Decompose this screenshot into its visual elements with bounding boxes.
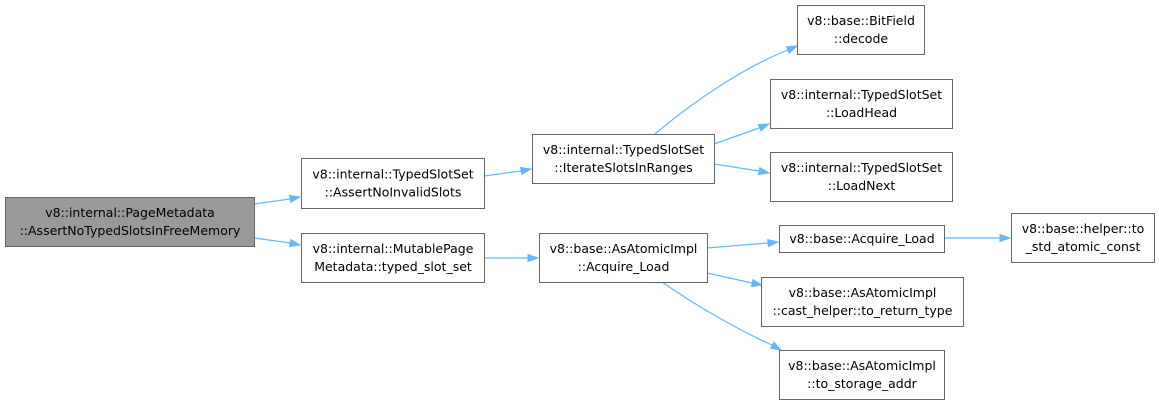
node-label-line: ::cast_helper::to_return_type xyxy=(773,303,953,318)
node-box xyxy=(770,152,953,202)
node-label-line: v8::internal::TypedSlotSet xyxy=(312,167,473,182)
node-box xyxy=(761,277,964,327)
node-box xyxy=(779,350,945,400)
edge-typed_slot_set-to-atomic_acquire_load xyxy=(484,253,540,263)
node-atomic-acquire-load[interactable]: v8::base::AsAtomicImpl::Acquire_Load xyxy=(539,233,708,283)
node-label-line: v8::internal::PageMetadata xyxy=(45,205,215,220)
arrowhead-icon xyxy=(785,45,799,55)
edge-line xyxy=(253,198,291,205)
arrowhead-icon xyxy=(769,341,783,351)
node-load-head[interactable]: v8::internal::TypedSlotSet::LoadHead xyxy=(770,79,953,129)
edge-assert_no_invalid-to-iterate_slots xyxy=(483,166,533,177)
edge-atomic_acquire_load-to-base_acquire_load xyxy=(706,238,780,249)
arrowhead-icon xyxy=(757,123,771,132)
edge-line xyxy=(713,163,760,172)
node-box xyxy=(539,233,708,283)
node-label-line: v8::base::AsAtomicImpl xyxy=(789,285,937,300)
arrowhead-icon xyxy=(519,166,533,176)
node-to-storage-addr[interactable]: v8::base::AsAtomicImpl::to_storage_addr xyxy=(779,350,945,400)
node-assert-no-invalid[interactable]: v8::internal::TypedSlotSet::AssertNoInva… xyxy=(301,158,485,209)
edge-iterate_slots-to-bitfield_decode xyxy=(654,45,799,135)
node-typed-slot-set[interactable]: v8::internal::MutablePageMetadata::typed… xyxy=(301,233,485,283)
node-label-line: ::LoadHead xyxy=(826,105,897,120)
node-base-acquire-load[interactable]: v8::base::Acquire_Load xyxy=(779,225,945,253)
edge-root-to-typed_slot_set xyxy=(253,237,302,248)
node-label-line: v8::base::BitField xyxy=(807,13,915,28)
node-label-line: v8::internal::TypedSlotSet xyxy=(543,142,704,157)
node-label-line: Metadata::typed_slot_set xyxy=(314,259,472,274)
node-box xyxy=(532,134,715,184)
edge-root-to-assert_no_invalid xyxy=(253,194,302,205)
node-label-line: v8::base::Acquire_Load xyxy=(789,231,934,246)
edge-atomic_acquire_load-to-to_return_type xyxy=(706,272,764,288)
node-label-line: ::to_storage_addr xyxy=(807,376,917,391)
node-box xyxy=(301,233,485,283)
arrowhead-icon xyxy=(767,238,780,248)
arrowhead-icon xyxy=(999,233,1012,243)
edge-iterate_slots-to-load_head xyxy=(713,123,771,145)
arrowhead-icon xyxy=(527,253,540,263)
edge-line xyxy=(654,49,789,135)
node-label-line: v8::base::AsAtomicImpl xyxy=(788,358,936,373)
node-box xyxy=(797,5,925,55)
node-root: v8::internal::PageMetadata::AssertNoType… xyxy=(5,197,255,247)
node-label-line: ::LoadNext xyxy=(828,178,896,193)
arrowhead-icon xyxy=(757,166,771,176)
edge-base_acquire_load-to-to_std_atomic_const xyxy=(944,233,1012,243)
node-label-line: ::IterateSlotsInRanges xyxy=(554,160,692,175)
arrowhead-icon xyxy=(288,238,302,248)
node-label-line: ::decode xyxy=(834,31,889,46)
edge-line xyxy=(483,170,522,177)
node-bitfield-decode[interactable]: v8::base::BitField::decode xyxy=(797,5,925,55)
node-label-line: v8::internal::MutablePage xyxy=(313,241,474,256)
node-box xyxy=(770,79,953,129)
node-label-line: ::AssertNoInvalidSlots xyxy=(325,185,462,200)
node-label-line: v8::base::helper::to xyxy=(1022,221,1145,236)
node-label-line: v8::internal::TypedSlotSet xyxy=(781,160,942,175)
node-to-return-type[interactable]: v8::base::AsAtomicImpl::cast_helper::to_… xyxy=(761,277,964,327)
edge-iterate_slots-to-load_next xyxy=(713,163,771,176)
node-label-line: v8::base::AsAtomicImpl xyxy=(550,241,698,256)
edges-layer xyxy=(253,45,1012,351)
node-load-next[interactable]: v8::internal::TypedSlotSet::LoadNext xyxy=(770,152,953,202)
node-box xyxy=(5,197,255,247)
edge-line xyxy=(661,281,773,346)
node-label-line: _std_atomic_const xyxy=(1025,239,1141,254)
node-iterate-slots[interactable]: v8::internal::TypedSlotSet::IterateSlots… xyxy=(532,134,715,184)
arrowhead-icon xyxy=(288,194,302,204)
node-label-line: ::Acquire_Load xyxy=(578,259,670,274)
node-label-line: ::AssertNoTypedSlotsInFreeMemory xyxy=(20,223,241,238)
arrowhead-icon xyxy=(750,278,764,288)
node-label-line: v8::internal::TypedSlotSet xyxy=(781,87,942,102)
node-box xyxy=(301,158,485,209)
node-box xyxy=(1011,213,1155,263)
edge-line xyxy=(713,127,760,145)
edge-line xyxy=(706,272,753,284)
edge-line xyxy=(253,237,291,244)
node-box xyxy=(779,225,945,253)
edge-atomic_acquire_load-to-to_storage_addr xyxy=(661,281,783,351)
edge-line xyxy=(706,242,769,249)
nodes-layer: v8::internal::PageMetadata::AssertNoType… xyxy=(5,5,1155,400)
node-to-std-atomic-const[interactable]: v8::base::helper::to_std_atomic_const xyxy=(1011,213,1155,263)
